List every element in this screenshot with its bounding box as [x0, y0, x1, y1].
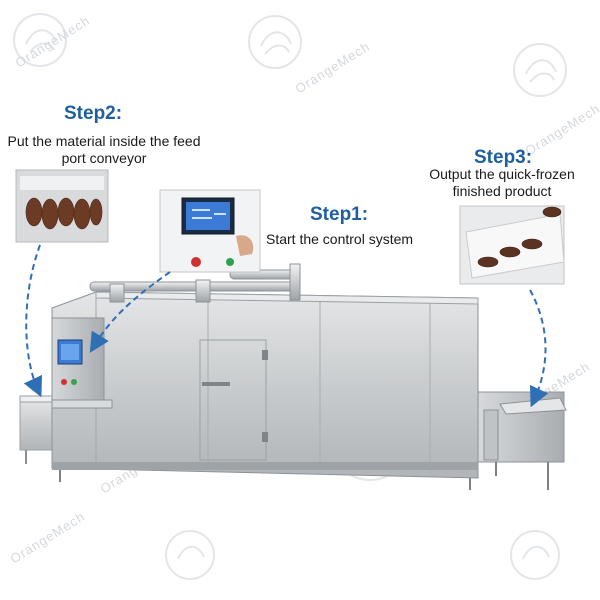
step2-title: Step2: — [64, 103, 123, 124]
freezer-body — [51, 291, 479, 490]
feed-port-photo — [15, 169, 109, 243]
dashed-arrow-icon — [89, 271, 171, 353]
output-conveyor — [477, 391, 567, 490]
step3-title: Step3: — [474, 147, 533, 168]
logo-watermark-icon — [510, 530, 560, 580]
step3-description: Output the quick-frozen finished product — [429, 166, 575, 199]
finished-product-photo — [459, 205, 565, 285]
step2-description: Put the material inside the feed port co… — [7, 133, 201, 166]
control-panel-photo — [159, 189, 261, 273]
hand-touch — [236, 235, 254, 256]
dashed-arrow-icon — [23, 244, 42, 398]
control-cabinet — [51, 317, 113, 409]
logo-watermark-icon — [513, 43, 567, 97]
logo-watermark-icon — [13, 13, 67, 67]
dashed-arrow-icon — [529, 289, 549, 408]
logo-watermark-icon — [248, 15, 302, 69]
door-handle — [202, 382, 230, 386]
logo-watermark-icon — [165, 530, 215, 580]
step1-title: Step1: — [310, 204, 369, 225]
step1-description: Start the control system — [266, 231, 414, 247]
refrigerant-pipes — [89, 263, 301, 303]
